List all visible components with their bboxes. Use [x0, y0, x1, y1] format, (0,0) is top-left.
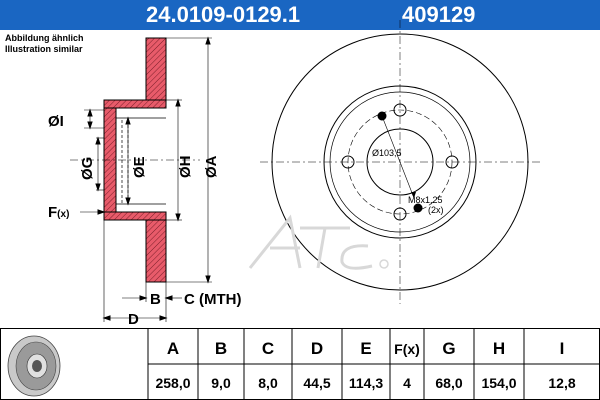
table-value-cell: 154,0 — [481, 375, 516, 391]
disc-section-upper — [145, 37, 167, 101]
front-view — [248, 20, 540, 304]
table-value-cell: 258,0 — [155, 375, 190, 391]
table-header-cell: A — [167, 339, 179, 358]
table-header-cell: I — [560, 339, 565, 358]
label-diam-A: ØA — [203, 155, 220, 178]
table-header-cell: G — [442, 339, 455, 358]
note-line-de: Abbildung ähnlich — [5, 33, 84, 43]
table-header-cell: D — [311, 339, 323, 358]
label-F: F(x) — [48, 204, 69, 221]
label-diam-H: ØH — [177, 156, 194, 179]
label-C-mth: C (MTH) — [184, 291, 241, 308]
header-bar: 24.0109-0129.1 409129 — [0, 0, 600, 30]
table-value-cell: 114,3 — [349, 375, 383, 391]
thread-hole-lower — [413, 203, 423, 213]
hat-wall-lower — [103, 211, 167, 221]
table-header-cell: E — [360, 339, 371, 358]
label-thread: M8x1,25 — [408, 195, 443, 205]
table-value-cell: 8,0 — [258, 375, 278, 391]
label-diam-G: ØG — [79, 157, 96, 180]
table-header-cell: C — [262, 339, 274, 358]
label-diam-I: ØI — [48, 113, 64, 130]
thumb-bore — [32, 360, 42, 372]
table-header-cell: H — [493, 339, 505, 358]
hat-wall-upper — [103, 99, 167, 109]
article-code: 409129 — [402, 2, 476, 27]
illustration-note: Abbildung ähnlich Illustration similar — [5, 33, 84, 55]
side-section-view — [70, 36, 212, 322]
label-B: B — [150, 291, 161, 308]
disc-section-lower — [145, 219, 167, 283]
label-bolt-circle: Ø103,5 — [372, 148, 402, 158]
label-diam-E: ØE — [131, 156, 148, 178]
part-number: 24.0109-0129.1 — [146, 2, 301, 27]
table-value-cell: 9,0 — [211, 375, 231, 391]
technical-drawing: ØI ØG ØE ØH ØA F(x) B C (MTH) D — [48, 20, 540, 328]
table-header-cell: B — [215, 339, 227, 358]
label-thread-count: (2x) — [428, 205, 444, 215]
dimension-table: A B C D E F(x) G H I 258,0 9,0 8,0 44,5 114,3 4 68,0 15… — [0, 328, 600, 400]
table-value-cell: 12,8 — [548, 375, 575, 391]
table-header-cell: F(x) — [394, 341, 420, 357]
table-value-cell: 44,5 — [303, 375, 330, 391]
product-thumbnail — [7, 335, 61, 397]
note-line-en: Illustration similar — [5, 44, 83, 54]
label-D: D — [128, 311, 139, 328]
hub-flange — [103, 107, 117, 221]
brand-watermark — [248, 214, 389, 270]
table-value-cell: 4 — [403, 375, 411, 391]
table-value-cell: 68,0 — [435, 375, 462, 391]
